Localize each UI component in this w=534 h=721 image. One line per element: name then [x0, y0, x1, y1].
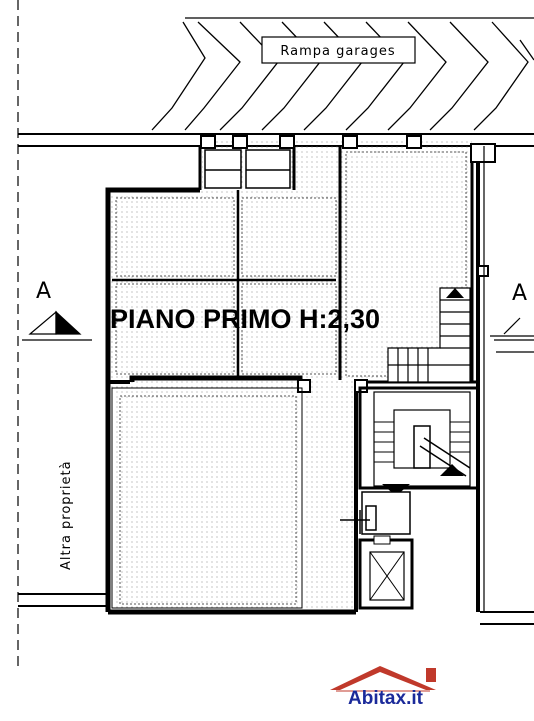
section-marker-left: A: [36, 279, 51, 304]
plan-title: PIANO PRIMO H:2,30: [110, 304, 380, 334]
interior-partitions: [112, 190, 336, 378]
stairwell-core: [358, 386, 480, 490]
ramp-label: Rampa garages: [280, 44, 395, 59]
stair-down-arrow: [382, 484, 410, 496]
pillars: [200, 135, 496, 393]
landing-door: [340, 491, 411, 535]
right-boundary: [483, 146, 534, 612]
ramp-chevrons: [151, 17, 534, 131]
section-arrow-right: [494, 317, 534, 341]
ramp-label-box: [261, 36, 416, 64]
large-room: [111, 387, 303, 609]
room-outlines: [115, 151, 467, 605]
top-windows: [204, 149, 291, 189]
abitax-logo[interactable]: Abitax.it: [326, 664, 466, 716]
building-walls: [105, 146, 480, 615]
stair-up-arrow: [446, 288, 464, 298]
logo-text: Abitax.it: [348, 688, 423, 709]
section-marker-right: A: [512, 281, 527, 306]
stair-up-arrow-2: [440, 464, 464, 476]
elevator-shaft: [358, 535, 414, 610]
section-arrow-left: [22, 310, 92, 341]
neighbor-label: Altra proprietà: [59, 460, 74, 570]
upper-stair: [387, 287, 471, 383]
house-roof-icon: [330, 666, 436, 692]
